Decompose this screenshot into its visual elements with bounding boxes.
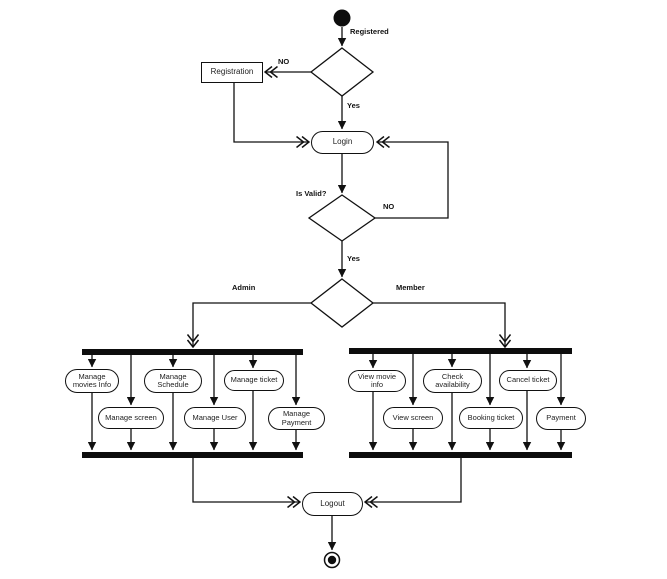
activity-booking-ticket: Booking ticket	[459, 407, 523, 429]
login-node: Login	[311, 131, 374, 154]
logout-node: Logout	[302, 492, 363, 516]
activity-manage-movies-info: Manage movies Info	[65, 369, 119, 393]
registration-node: Registration	[201, 62, 263, 83]
edge-admin-join-to-logout	[192, 458, 300, 502]
admin-join-bar	[82, 452, 303, 458]
label-admin: Admin	[232, 283, 256, 292]
activity-view-movie-info: View movie info	[348, 370, 406, 392]
end-node-dot	[327, 555, 337, 565]
activity-check-availability: Check availability	[423, 369, 482, 393]
valid-decision-diamond	[307, 194, 377, 242]
label-registered-yes: Yes	[347, 101, 360, 110]
edge-invalid-loop-to-login	[375, 142, 449, 219]
edge-member-join-to-logout	[365, 458, 462, 502]
member-join-bar	[349, 452, 572, 458]
activity-view-screen: View screen	[383, 407, 443, 429]
label-valid-yes: Yes	[347, 254, 360, 263]
start-node	[333, 9, 351, 27]
activity-manage-screen: Manage screen	[98, 407, 164, 429]
activity-manage-user: Manage User	[184, 407, 246, 429]
edge-registration-to-login	[233, 83, 309, 142]
activity-manage-payment: Manage Payment	[268, 407, 325, 430]
member-fork-bar	[349, 348, 572, 354]
activity-payment: Payment	[536, 407, 586, 430]
member-fork-edges	[368, 354, 566, 451]
activity-cancel-ticket: Cancel ticket	[499, 370, 557, 391]
label-registered: Registered	[350, 27, 389, 36]
role-decision-diamond	[309, 278, 375, 328]
registered-decision-diamond	[309, 47, 375, 97]
activity-manage-ticket: Manage ticket	[224, 370, 284, 391]
edge-member-branch	[373, 302, 505, 347]
label-registered-no: NO	[278, 57, 290, 66]
admin-fork-edges	[87, 355, 301, 451]
admin-fork-bar	[82, 349, 303, 355]
activity-manage-schedule: Manage Schedule	[144, 369, 202, 393]
label-is-valid: Is Valid?	[296, 189, 327, 198]
label-member: Member	[396, 283, 425, 292]
edge-admin-branch	[193, 302, 311, 347]
label-valid-no: NO	[383, 202, 395, 211]
